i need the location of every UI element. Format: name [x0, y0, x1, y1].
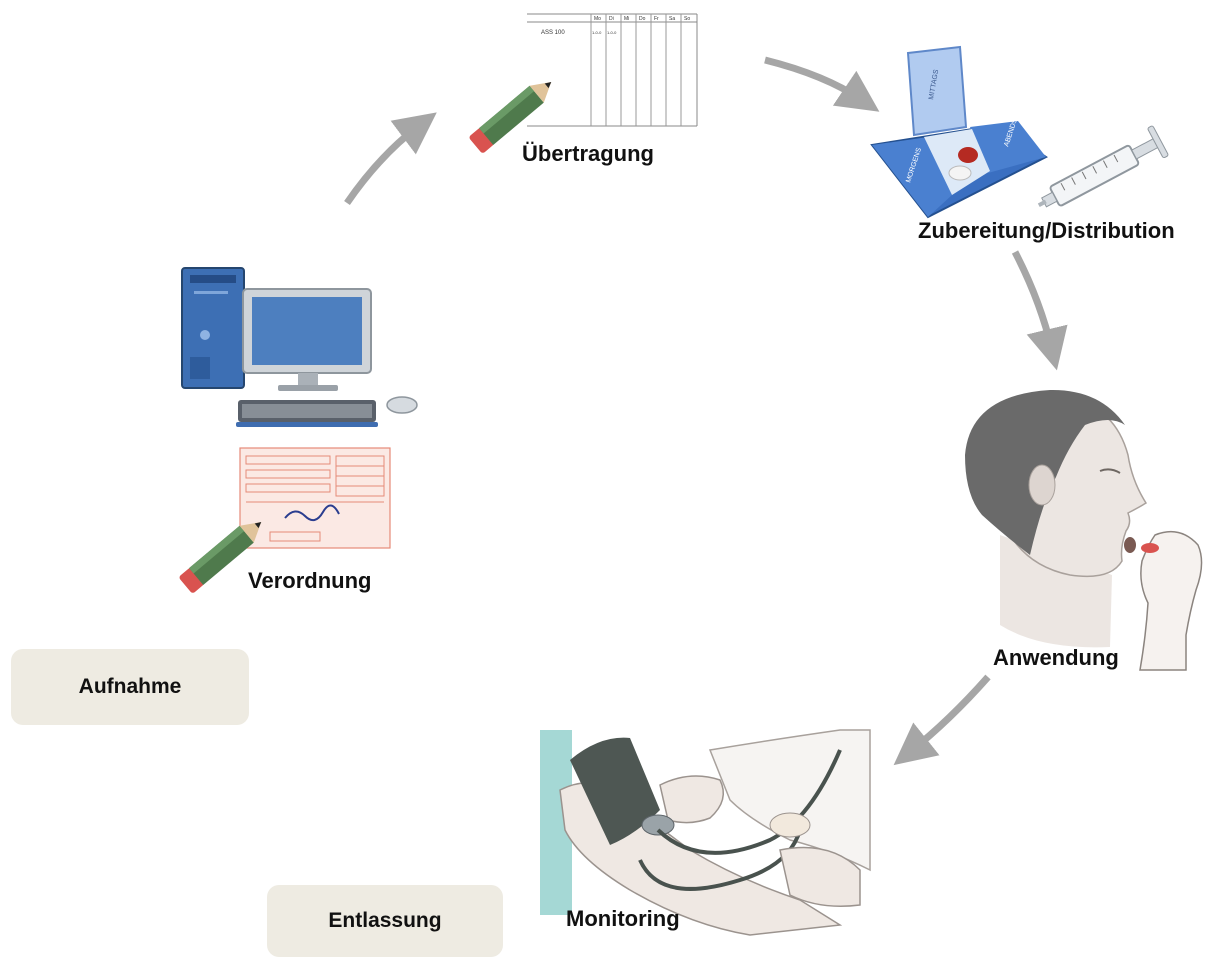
day-label: Fr	[654, 16, 659, 22]
phase-label-entlassung: Entlassung	[328, 909, 442, 932]
stage-label-verordnung: Verordnung	[248, 568, 372, 593]
prescription-form-icon	[239, 447, 391, 549]
day-label: Di	[609, 16, 614, 22]
pencil-icon	[179, 521, 262, 593]
arrow-verordnung-to-uebertragung	[344, 112, 437, 205]
day-label: So	[684, 16, 690, 22]
phase-label-aufnahme: Aufnahme	[78, 675, 182, 698]
drug-name: ASS 100	[541, 30, 565, 36]
arrow-anwendung-to-monitoring	[893, 674, 991, 766]
syringe-icon	[1037, 125, 1169, 208]
phase-box-entlassung: Entlassung	[267, 885, 503, 957]
pencil-icon	[469, 81, 552, 153]
blood-pressure-measurement-icon	[540, 729, 871, 936]
dose-entry: 1-0-0	[607, 30, 617, 35]
day-label: Mo	[594, 16, 601, 22]
pillbox-icon: MITTAGS MORGENS ABENDS	[870, 45, 1048, 219]
stage-label-uebertragung: Übertragung	[522, 141, 654, 166]
arrow-uebertragung-to-zubereitung	[764, 56, 880, 112]
phase-box-aufnahme: Aufnahme	[11, 649, 249, 725]
day-label: Mi	[624, 16, 629, 22]
computer-icon	[181, 267, 418, 427]
stage-label-anwendung: Anwendung	[993, 645, 1119, 670]
medication-chart-icon: Mo Di Mi Do Fr Sa So ASS 100 1-0-0 1-0-0	[527, 10, 698, 127]
stage-label-zubereitung-distribution: Zubereitung/Distribution	[918, 218, 1175, 243]
day-label: Do	[639, 16, 646, 22]
day-label: Sa	[669, 16, 675, 22]
patient-taking-pill-icon	[965, 389, 1203, 671]
arrow-zubereitung-to-anwendung	[1011, 250, 1068, 371]
dose-entry: 1-0-0	[592, 30, 602, 35]
stage-label-monitoring: Monitoring	[566, 906, 680, 931]
